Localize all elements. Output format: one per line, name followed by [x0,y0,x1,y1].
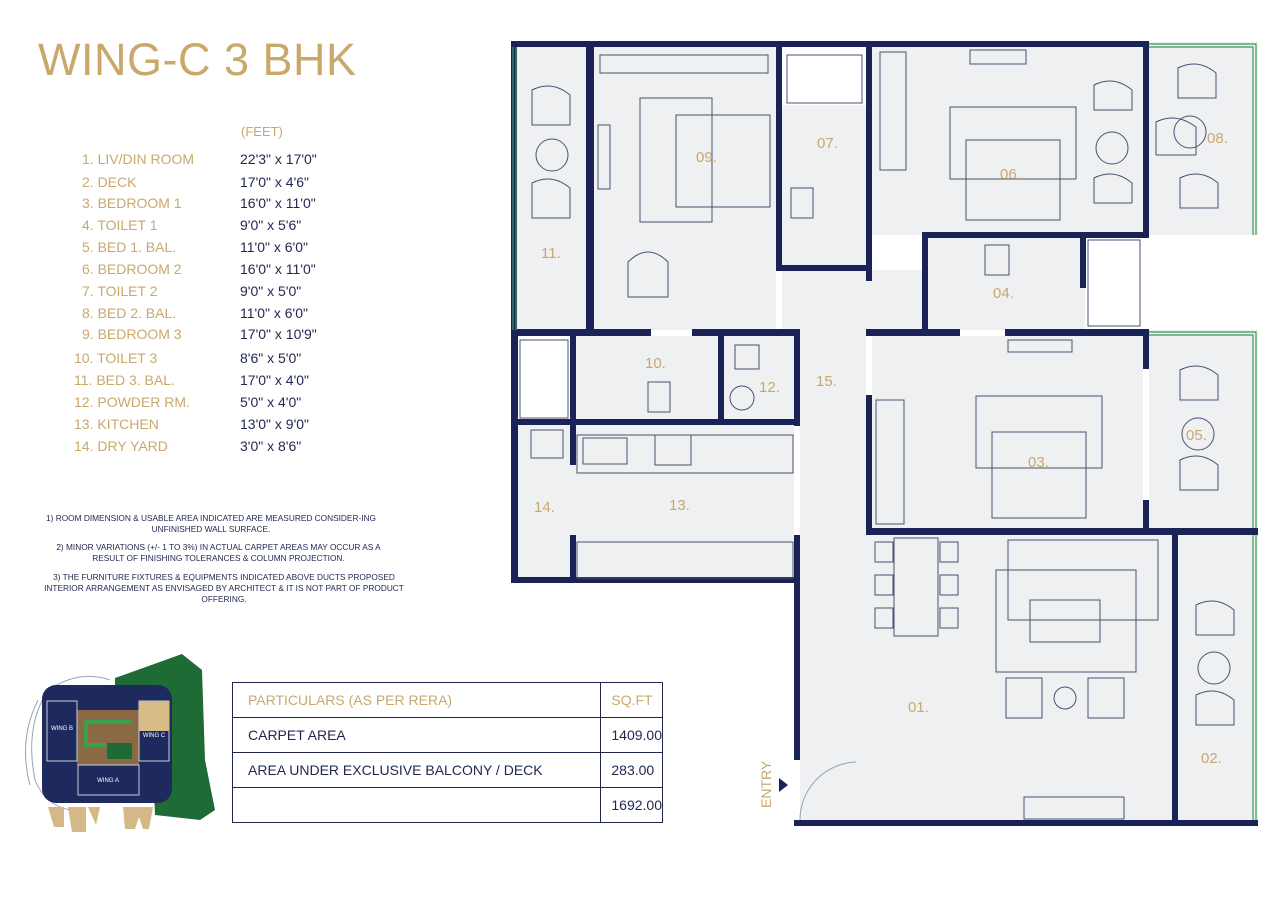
wing-c-label: WING C [143,733,166,739]
room-name: 4. TOILET 1 [82,217,158,233]
furniture [519,49,1235,821]
wing-b [46,700,78,762]
label-14: 14. [534,499,555,516]
room-row: 2. DECK 17'0" x 4'6" [82,174,309,190]
row-value: 1409.00 [600,717,663,753]
label-06: 06. [1000,166,1021,183]
sqft-header: SQ.FT [600,682,663,718]
room-name: 11. BED 3. BAL. [74,372,175,388]
room-row: 9. BEDROOM 3 17'0" x 10'9" [82,326,317,342]
room-name: 1. LIV/DIN ROOM [82,151,195,167]
room-dims: 17'0" x 10'9" [240,326,317,342]
wing-a-label: WING A [97,778,119,784]
table-header: PARTICULARS (AS PER RERA)SQ.FT [231,682,663,718]
room-name: 12. POWDER RM. [74,394,190,410]
room-name: 3. BEDROOM 1 [82,195,182,211]
room-dims: 5'0" x 4'0" [240,394,302,410]
label-13: 13. [669,497,690,514]
room-row: 7. TOILET 2 9'0" x 5'0" [82,283,301,299]
room-dims: 9'0" x 5'0" [240,283,302,299]
room-name: 8. BED 2. BAL. [82,305,177,321]
balcony-railings [512,43,1257,820]
label-01: 01. [908,699,929,716]
row-label [231,787,602,823]
area-table: PARTICULARS (AS PER RERA)SQ.FT CARPET AR… [231,682,663,823]
room-dims: 3'0" x 8'6" [240,438,302,454]
label-07: 07. [817,135,838,152]
room-name: 5. BED 1. BAL. [82,239,177,255]
floor-fills [517,42,1258,820]
room-dims: 16'0" x 11'0" [240,261,316,277]
entry-label: ENTRY [758,760,774,808]
wing-c-highlight [139,701,169,731]
label-04: 04. [993,285,1014,302]
label-10: 10. [645,355,666,372]
label-02: 02. [1201,750,1222,767]
room-row: 5. BED 1. BAL. 11'0" x 6'0" [82,239,308,255]
room-row: 12. POWDER RM. 5'0" x 4'0" [74,394,301,410]
garden-path [84,720,132,747]
label-09: 09. [696,149,717,166]
room-row: 1. LIV/DIN ROOM 22'3" x 17'0" [82,151,317,167]
room-dims: 9'0" x 5'6" [240,217,302,233]
page-title: WING-C 3 BHK [38,34,357,85]
room-name: 14. DRY YARD [74,438,168,454]
room-row: 11. BED 3. BAL. 17'0" x 4'0" [74,372,309,388]
walls [511,41,1258,826]
room-row: 14. DRY YARD 3'0" x 8'6" [74,438,301,454]
row-label: CARPET AREA [231,717,602,753]
room-dims: 17'0" x 4'6" [240,174,309,190]
label-03: 03. [1028,454,1049,471]
note-3: 3) THE FURNITURE FIXTURES & EQUIPMENTS I… [44,572,404,604]
units-label: (FEET) [241,124,283,139]
wing-a [77,764,140,796]
room-dims: 22'3" x 17'0" [240,151,317,167]
room-dims: 13'0" x 9'0" [240,416,309,432]
room-name: 9. BEDROOM 3 [82,326,182,342]
room-name: 10. TOILET 3 [74,350,158,366]
site-key-plan: WING B WING C WING A [25,654,215,832]
room-dims: 8'6" x 5'0" [240,350,302,366]
room-dims: 17'0" x 4'0" [240,372,309,388]
room-row: 3. BEDROOM 1 16'0" x 11'0" [82,195,316,211]
wing-b-label: WING B [51,726,73,732]
room-name: 2. DECK [82,174,137,190]
room-dims: 16'0" x 11'0" [240,195,316,211]
note-2: 2) MINOR VARIATIONS (+/- 1 TO 3%) IN ACT… [56,542,381,563]
entrance-buildings [48,807,153,832]
note-1: 1) ROOM DIMENSION & USABLE AREA INDICATE… [46,513,376,534]
label-05: 05. [1186,427,1207,444]
room-dims: 11'0" x 6'0" [240,305,308,321]
label-15: 15. [816,373,837,390]
room-dims: 11'0" x 6'0" [240,239,308,255]
garden [107,743,132,759]
label-08: 08. [1207,130,1228,147]
room-row: 13. KITCHEN 13'0" x 9'0" [74,416,309,432]
room-row: 10. TOILET 3 8'6" x 5'0" [74,350,301,366]
room-labels: 01. 02. 03. 04. 05. 06. 07. 08. 09. 10. … [534,130,1228,808]
row-value: 1692.00 [600,787,663,823]
label-12: 12. [759,379,780,396]
particulars-header: PARTICULARS (AS PER RERA) [231,682,602,718]
table-row: 1692.00 [231,787,663,823]
room-row: 8. BED 2. BAL. 11'0" x 6'0" [82,305,308,321]
room-row: 6. BEDROOM 2 16'0" x 11'0" [82,261,316,277]
room-name: 6. BEDROOM 2 [82,261,182,277]
room-name: 13. KITCHEN [74,416,159,432]
entry-arrow-icon [779,778,788,792]
room-name: 7. TOILET 2 [82,283,158,299]
room-row: 4. TOILET 1 9'0" x 5'6" [82,217,301,233]
label-11: 11. [541,245,561,262]
